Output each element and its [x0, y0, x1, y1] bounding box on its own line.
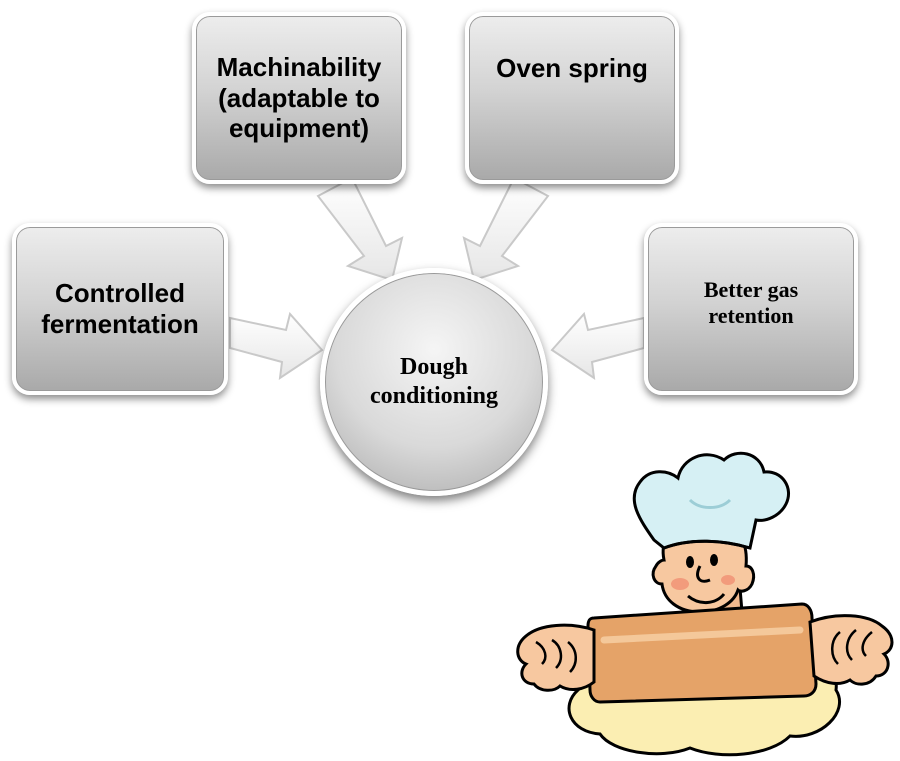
arrow-gas-to-center	[550, 311, 645, 381]
baker-smile	[687, 592, 726, 604]
chef-hat-band	[663, 539, 751, 550]
baker-eye-left	[686, 556, 694, 568]
oven-spring-box: Oven spring	[465, 12, 679, 184]
baker-right-hand	[808, 614, 894, 686]
rolling-pin-barrel	[586, 602, 818, 704]
arrow-controlled-to-center	[229, 311, 324, 381]
better-gas-retention-label: Better gas retention	[703, 277, 799, 328]
oven-spring-label: Oven spring	[496, 52, 648, 83]
machinability-label: Machinability (adaptable to equipment)	[216, 51, 382, 144]
machinability-box: Machinability (adaptable to equipment)	[192, 12, 406, 184]
controlled-fermentation-box: Controlled fermentation	[12, 223, 228, 395]
baker-eye-right	[710, 554, 718, 566]
baker-nose	[696, 565, 711, 583]
arrow-machinability-to-center	[316, 176, 404, 282]
arrow-oven-to-center	[462, 176, 550, 282]
better-gas-retention-box: Better gas retention	[644, 223, 858, 395]
controlled-fermentation-label: Controlled fermentation	[41, 278, 199, 339]
baker-right-fingers	[831, 629, 873, 665]
dough-conditioning-label: Dough conditioning	[369, 354, 499, 409]
baker-left-fingers	[535, 638, 577, 673]
baker-left-hand	[516, 623, 596, 692]
baker-cheek-right	[721, 575, 735, 585]
chef-hat-fold	[688, 498, 732, 509]
dough-conditioning-circle: Dough conditioning	[320, 268, 548, 496]
chef-hat-icon	[632, 451, 790, 550]
baker-cheek-left	[671, 578, 689, 590]
rolling-pin-highlight	[600, 626, 804, 644]
